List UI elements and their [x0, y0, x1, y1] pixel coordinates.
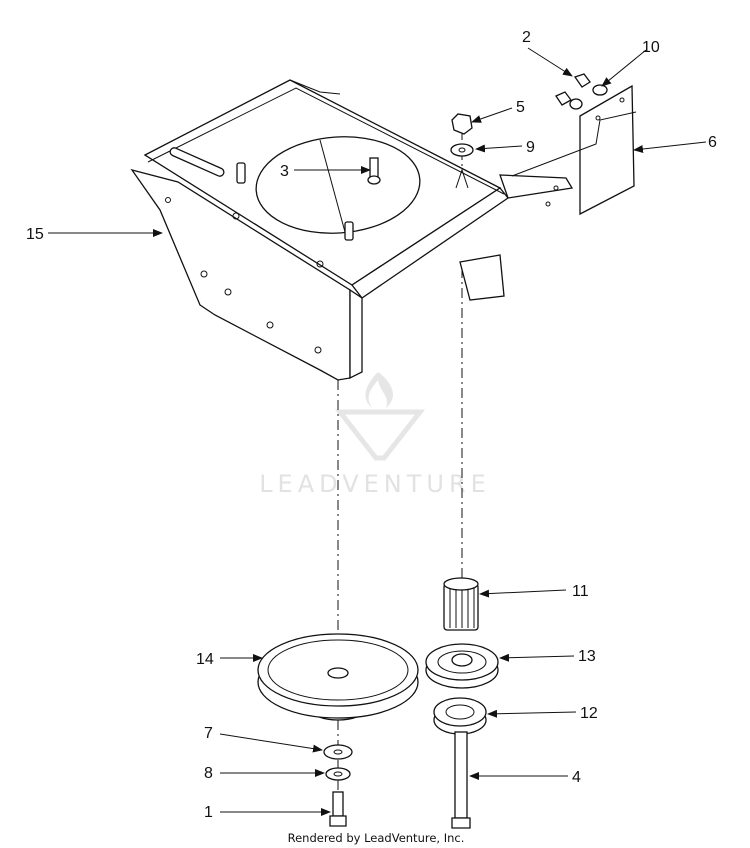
- washer-part: [450, 143, 474, 157]
- callout-8: 8: [204, 765, 213, 782]
- callout-2: 2: [522, 29, 531, 46]
- watermark: LEADVENTURE: [259, 372, 491, 498]
- callout-1: 1: [204, 804, 213, 821]
- large-pulley: [257, 633, 419, 721]
- callout-5: 5: [516, 99, 525, 116]
- callout-3: 3: [280, 163, 289, 180]
- short-bolt: [329, 791, 347, 827]
- watermark-text: LEADVENTURE: [259, 470, 491, 498]
- washer-7: [323, 744, 353, 760]
- plate-part: [511, 84, 637, 216]
- bolt-part: [367, 157, 381, 185]
- callout-labels: 2 10 3 5 9 6 15 11 13 12 4 14 7 8 1: [26, 29, 717, 821]
- callout-12: 12: [580, 705, 598, 722]
- callout-14: 14: [196, 651, 214, 668]
- callout-9: 9: [526, 139, 535, 156]
- callout-6: 6: [708, 134, 717, 151]
- callout-13: 13: [578, 648, 596, 665]
- flame-logo-icon: [334, 372, 426, 461]
- callout-4: 4: [572, 769, 581, 786]
- nut-part: [451, 113, 473, 135]
- long-bolt: [451, 731, 471, 829]
- washer-8: [325, 767, 351, 781]
- splined-shaft: [443, 577, 479, 631]
- callout-10: 10: [642, 39, 660, 56]
- footer-credit: Rendered by LeadVenture, Inc.: [288, 831, 465, 845]
- callout-7: 7: [204, 725, 213, 742]
- pulley-12: [433, 697, 487, 735]
- callout-15: 15: [26, 226, 44, 243]
- idler-pulley-13: [425, 643, 499, 689]
- leader-lines: [48, 47, 707, 816]
- screw-set: [555, 73, 608, 110]
- callout-11: 11: [572, 583, 589, 600]
- mounting-bracket: [130, 79, 574, 381]
